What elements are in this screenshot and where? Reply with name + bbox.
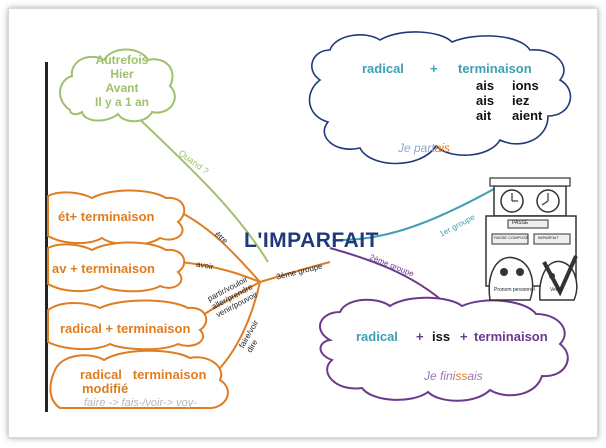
radical-rule: radical + terminaison bbox=[60, 321, 191, 336]
branch-etre bbox=[179, 211, 261, 283]
example-iss: ss bbox=[455, 369, 468, 383]
time-marker-text: Il y a 1 an bbox=[94, 95, 150, 109]
branch-group1 bbox=[339, 179, 511, 241]
modified-rule-line1: radical terminaison bbox=[80, 367, 207, 382]
radical-cloud bbox=[47, 299, 208, 351]
example-ending: ais bbox=[434, 141, 451, 155]
branch-faire bbox=[219, 281, 261, 369]
group2-terminaison: terminaison bbox=[474, 329, 548, 344]
left-margin-line bbox=[45, 62, 48, 412]
ending-il: ait bbox=[476, 108, 492, 123]
ending-vous: iez bbox=[512, 93, 530, 108]
branch-avoir bbox=[179, 261, 261, 283]
group2-plus-2: + bbox=[460, 329, 468, 344]
group2-cloud bbox=[318, 296, 569, 402]
character-verb-label: Verbe bbox=[550, 287, 564, 293]
group2-radical: radical bbox=[356, 329, 398, 344]
time-marker-text: Hier bbox=[110, 67, 134, 81]
ending-ils: aient bbox=[512, 108, 543, 123]
group1-radical-label: radical bbox=[362, 61, 404, 76]
modified-rule-line2: modifié bbox=[82, 381, 129, 396]
group1-cloud bbox=[308, 31, 572, 165]
ending-je: ais bbox=[476, 78, 495, 93]
group1-plus: + bbox=[430, 61, 438, 76]
ending-nous: ions bbox=[512, 78, 539, 93]
time-markers-cloud bbox=[59, 48, 176, 123]
page-title: L'IMPARFAIT bbox=[244, 229, 379, 252]
example-ending: ais bbox=[467, 369, 483, 383]
example-stem: Je fini bbox=[424, 369, 456, 383]
modified-cloud bbox=[49, 349, 229, 410]
modified-rule-example: faire -> fais-/voir-> voy- bbox=[84, 397, 197, 409]
branch-group3 bbox=[259, 261, 331, 283]
time-marker-text: Avant bbox=[105, 81, 139, 95]
group2-plus-1: + bbox=[416, 329, 424, 344]
sign-right: IMPARFAIT bbox=[538, 235, 559, 240]
group2-iss: iss bbox=[432, 329, 451, 344]
sign-left: PASSÉ COMPOSÉ bbox=[494, 235, 529, 240]
character-pronoun-label: Pronom personnel bbox=[494, 287, 535, 293]
avoir-rule: av + terminaison bbox=[52, 261, 155, 276]
group2-example: Je finissais bbox=[424, 370, 483, 382]
clock-tower-illustration bbox=[485, 177, 578, 301]
time-marker-text: Autrefois bbox=[95, 53, 149, 67]
etre-cloud bbox=[47, 189, 186, 246]
etre-rule: ét+ terminaison bbox=[58, 209, 155, 224]
avoir-cloud bbox=[47, 241, 186, 293]
group1-example: Je partais bbox=[398, 142, 450, 154]
sign-top: PASSÉ bbox=[512, 220, 529, 226]
ending-tu: ais bbox=[476, 93, 495, 108]
group1-terminaison-label: terminaison bbox=[458, 61, 532, 76]
example-stem: Je part bbox=[398, 141, 435, 155]
